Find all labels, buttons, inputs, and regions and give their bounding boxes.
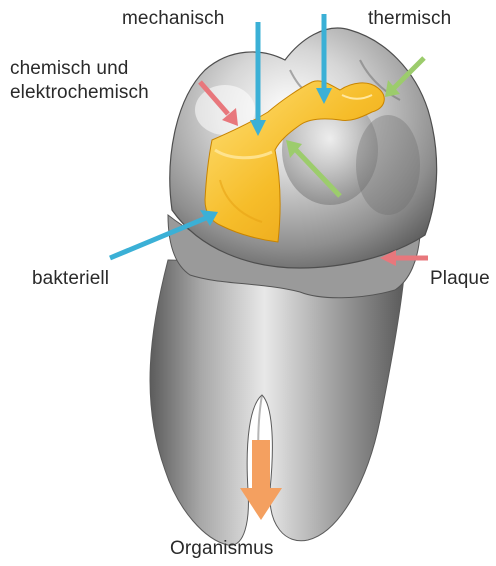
- label-chemisch-line2: elektrochemisch: [10, 82, 149, 104]
- label-chemisch-line1: chemisch und: [10, 58, 128, 80]
- label-organismus: Organismus: [170, 538, 273, 560]
- label-thermisch: thermisch: [368, 8, 451, 30]
- label-mechanisch: mechanisch: [122, 8, 224, 30]
- label-plaque: Plaque: [430, 268, 490, 290]
- label-bakteriell: bakteriell: [32, 268, 109, 290]
- tooth-root: [150, 260, 405, 545]
